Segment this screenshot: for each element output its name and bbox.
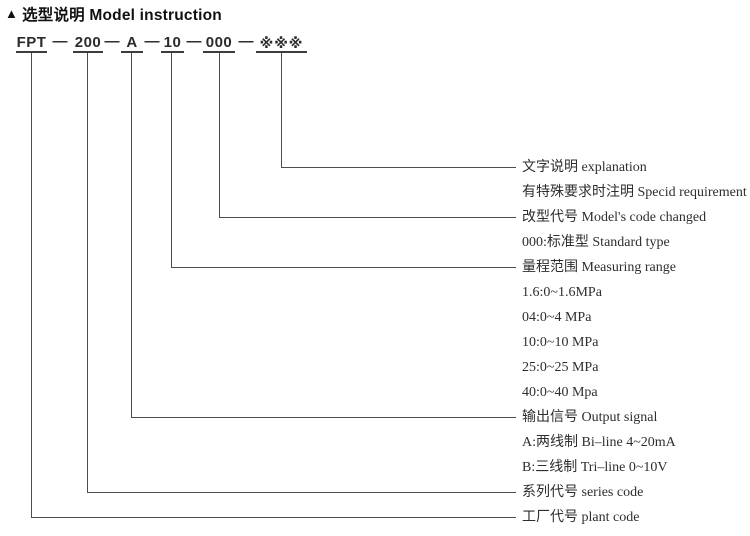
legend-row-special-requirement: 有特殊要求时注明 Specid requirement <box>522 185 747 200</box>
legend-row-output-signal: 输出信号 Output signal <box>522 410 658 425</box>
connector-000-to-model-code-changed <box>219 53 516 218</box>
legend-row-explanation: 文字说明 explanation <box>522 160 647 175</box>
legend-row-range-40: 40:0~40 Mpa <box>522 385 598 400</box>
code-separator: — <box>52 33 68 50</box>
legend: 文字说明 explanation 有特殊要求时注明 Specid require… <box>522 155 747 530</box>
legend-row-series-code: 系列代号 series code <box>522 485 644 500</box>
legend-row-plant-code: 工厂代号 plant code <box>522 510 640 525</box>
connector-special-to-explanation <box>281 53 516 168</box>
code-separator: — <box>186 33 202 50</box>
legend-row-range-1-6: 1.6:0~1.6MPa <box>522 285 602 300</box>
code-segment-fpt: FPT <box>16 34 47 53</box>
legend-row-range-25: 25:0~25 MPa <box>522 360 599 375</box>
connector-200-to-series-code <box>87 53 516 493</box>
connector-10-to-measuring-range <box>171 53 516 268</box>
legend-row-range-04: 04:0~4 MPa <box>522 310 592 325</box>
connector-fpt-to-plant-code <box>31 53 516 518</box>
triangle-marker-icon: ▲ <box>5 6 19 21</box>
code-segment-special: ※※※ <box>256 35 307 53</box>
code-separator: — <box>144 33 160 50</box>
connector-a-to-output-signal <box>131 53 516 418</box>
code-separator: — <box>238 33 254 50</box>
code-segment-10: 10 <box>161 35 184 53</box>
section-header: ▲ 选型说明 Model instruction <box>5 3 222 25</box>
legend-row-signal-a: A:两线制 Bi–line 4~20mA <box>522 435 676 450</box>
code-segment-000: 000 <box>203 35 235 53</box>
legend-row-standard-type: 000:标准型 Standard type <box>522 235 670 250</box>
legend-row-range-10: 10:0~10 MPa <box>522 335 599 350</box>
page-title: 选型说明 Model instruction <box>22 7 222 24</box>
legend-row-signal-b: B:三线制 Tri–line 0~10V <box>522 460 668 475</box>
legend-row-model-code-changed: 改型代号 Model's code changed <box>522 210 707 225</box>
legend-row-measuring-range: 量程范围 Measuring range <box>522 260 676 275</box>
code-segment-200: 200 <box>73 34 103 53</box>
code-segment-a: A <box>121 35 143 53</box>
code-separator: — <box>104 33 120 50</box>
